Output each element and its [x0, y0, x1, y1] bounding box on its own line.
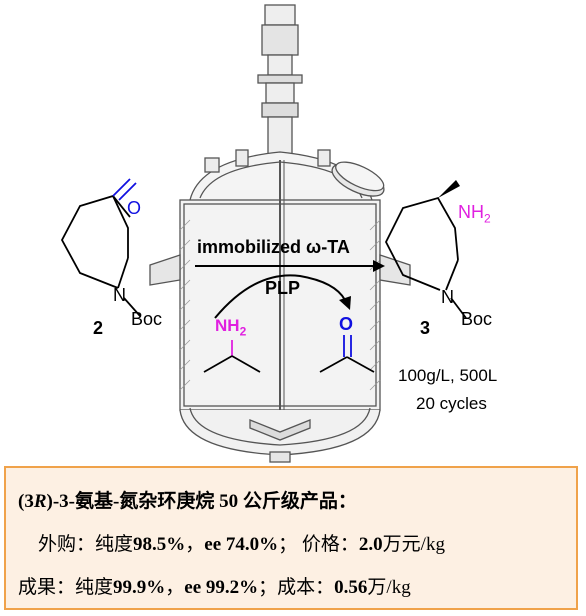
result-label: 成果：纯度 — [18, 577, 114, 598]
result-line: 成果：纯度99.9%，ee 99.2%；成本：0.56万/kg — [18, 572, 411, 599]
cofactor-label: PLP — [265, 278, 301, 298]
product-nh2: NH2 — [458, 202, 491, 226]
enzyme-label: immobilized ω-TA — [197, 237, 350, 257]
purchased-purity: 98.5% — [133, 534, 186, 555]
result-cost: 0.56 — [334, 577, 368, 598]
product-nitrogen: N — [441, 287, 454, 307]
purchased-ee: ee 74.0% — [204, 534, 279, 555]
purchased-label: 外购：纯度 — [38, 534, 134, 555]
acetone-structure — [319, 335, 375, 373]
condition-cycles: 20 cycles — [416, 394, 487, 413]
curved-exchange-arrow — [214, 274, 351, 319]
amine-donor-nh2: NH2 — [215, 316, 247, 339]
substrate-nitrogen: N — [113, 285, 126, 305]
purchased-price-unit: 万元/kg — [382, 534, 445, 555]
result-sep1: ， — [165, 577, 185, 598]
purchased-price: 2.0 — [358, 534, 383, 555]
summary-box: (3R)-3-氨基-氮杂环庚烷 50 公斤级产品： 外购：纯度98.5%，ee … — [4, 466, 578, 610]
summary-title: (3R)-3-氨基-氮杂环庚烷 50 公斤级产品： — [18, 486, 357, 513]
result-purity: 99.9% — [113, 577, 166, 598]
stereo-wedge — [438, 180, 460, 198]
product-structure — [384, 196, 467, 319]
condition-scale: 100g/L, 500L — [398, 366, 498, 385]
title-italic-r: R — [33, 491, 47, 512]
title-prefix: (3 — [18, 491, 34, 512]
acetone-o: O — [339, 314, 354, 334]
purchased-sep2: ； 价格： — [278, 534, 359, 555]
substrate-structure — [60, 178, 141, 317]
result-sep2: ；成本： — [258, 577, 335, 598]
title-suffix: )-3-氨基-氮杂环庚烷 50 公斤级产品： — [46, 491, 357, 512]
product-boc: Boc — [461, 309, 493, 329]
reactor-vessel-illustration — [149, 4, 411, 463]
purchased-line: 外购：纯度98.5%，ee 74.0%； 价格：2.0万元/kg — [38, 529, 445, 556]
result-cost-unit: 万/kg — [367, 577, 411, 598]
reactor-scheme — [60, 4, 467, 463]
purchased-sep1: ， — [185, 534, 205, 555]
amine-donor-structure — [203, 340, 261, 373]
substrate-number: 2 — [93, 318, 104, 338]
result-ee: ee 99.2% — [184, 577, 259, 598]
product-number: 3 — [420, 318, 431, 338]
substrate-boc: Boc — [131, 309, 163, 329]
substrate-carbonyl-o: O — [127, 198, 142, 218]
reaction-arrow — [195, 260, 385, 272]
